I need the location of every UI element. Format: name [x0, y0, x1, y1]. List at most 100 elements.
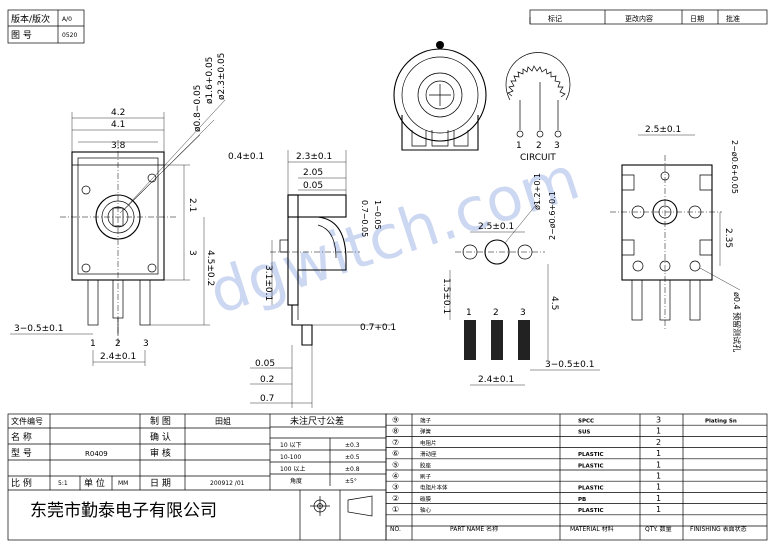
dim-2.4: 2.4±0.1: [100, 352, 136, 362]
tol-value-2: ±0.5: [345, 454, 360, 461]
parts-header-material: MATERIAL 材料: [570, 525, 614, 533]
draw-label: 制 图: [150, 415, 171, 427]
dim-0.4: 0.4±0.1: [228, 152, 264, 162]
parts-row-no: ⑧: [392, 427, 399, 436]
parts-row-qty: 1: [656, 472, 661, 481]
circuit-symbol: 1 2 3 CIRCUIT: [505, 52, 571, 163]
file-no-label: 文件编号: [11, 416, 43, 426]
drawing-no-value: 0520: [62, 32, 77, 39]
date-header: 日期: [690, 15, 704, 23]
dim-pad-2.5: 2.5±0.1: [478, 222, 514, 232]
top-left-title-block: 版本/版次 A/0 图 号 0520: [7, 9, 85, 44]
dim-d1.6: ø1.6+0.05: [205, 57, 215, 104]
dim-d0.8: ø0.8−0.05: [193, 85, 203, 132]
date-value: 200912 /01: [210, 480, 245, 487]
parts-row-finish: Plating Sn: [705, 419, 737, 425]
parts-row-material: PLASTIC: [578, 452, 604, 458]
pin-2: 2: [115, 339, 121, 349]
parts-row-material: PLASTIC: [578, 463, 604, 469]
parts-row-qty: 1: [656, 494, 661, 503]
dim-0.05: 0.05: [303, 181, 323, 191]
parts-row-material: PB: [578, 497, 586, 503]
dim-pad-d1.2: ø1.2+0.1: [533, 173, 542, 210]
date-label: 日 期: [150, 478, 171, 489]
dim-0.7-b: 0.7: [260, 394, 274, 404]
dim-2.3: 2.3±0.1: [296, 152, 332, 162]
dim-1: 1−0.05: [373, 200, 382, 230]
parts-row-name: 电阻片: [420, 439, 437, 447]
parts-row-name: 弹簧: [420, 428, 432, 436]
version-value: A/0: [62, 16, 72, 23]
approve-header: 批准: [726, 14, 740, 23]
revision-table: 标记 更改内容 日期 批准: [529, 9, 768, 25]
dim-d2.3: ø2.3±0.05: [217, 53, 227, 100]
pad-pin-2: 2: [493, 308, 499, 318]
dim-3: 3: [187, 250, 197, 256]
parts-row-no: ⑨: [392, 416, 399, 425]
dim-pad-1.5: 1.5±0.1: [441, 278, 451, 314]
watermark-text: dgwitch.com: [201, 143, 588, 328]
tol-range-2: 10-100: [280, 454, 301, 461]
tol-range-3: 100 以上: [280, 465, 305, 473]
tol-title: 未注尺寸公差: [290, 415, 344, 427]
pad-pin-3: 3: [520, 308, 526, 318]
parts-row-material: SUS: [578, 430, 590, 436]
parts-row-name: 端子: [420, 417, 432, 425]
scale-value: 5:1: [58, 480, 68, 487]
dim-2.1: 2.1: [187, 198, 197, 212]
confirm-label: 确 认: [150, 431, 171, 443]
dim-pad-2.4: 2.4±0.1: [478, 375, 514, 385]
parts-row-qty: 2: [656, 438, 661, 447]
review-label: 审 核: [150, 447, 171, 459]
dim-0.05-b: 0.05: [255, 359, 275, 369]
dim-right-d0.6: 2−ø0.6+0.05: [730, 140, 739, 194]
parts-row-qty: 1: [656, 505, 661, 514]
scale-label: 比 例: [11, 477, 32, 489]
parts-header-finish: FINISHING 表面状态: [690, 525, 747, 533]
parts-row-name: 轴心: [420, 506, 432, 514]
dim-4.2: 4.2: [111, 108, 125, 118]
dim-pad-3-0.5: 3−0.5±0.1: [545, 360, 594, 370]
parts-row-no: ②: [392, 494, 399, 503]
right-view: 2.5±0.1 2−ø0.6+0.05 2.35 ø0.4 预留测试孔: [610, 125, 742, 352]
model-value: R0409: [85, 450, 108, 458]
tol-value-1: ±0.3: [345, 442, 360, 449]
model-label: 型 号: [11, 448, 32, 459]
pad-layout: 2.5±0.1 ø1.2+0.1 2−ø0.6+0.1 1.5±0.1 4.5 …: [441, 173, 600, 386]
parts-row-no: ⑥: [392, 449, 399, 458]
dim-right-d0.4: ø0.4 预留测试孔: [732, 292, 742, 352]
dim-2.05: 2.05: [303, 168, 323, 178]
dim-4.1: 4.1: [111, 120, 125, 130]
dim-right-2.5: 2.5±0.1: [645, 125, 681, 135]
dim-right-2.35: 2.35: [723, 228, 733, 248]
tol-range-4: 角度: [290, 477, 302, 485]
parts-row-material: PLASTIC: [578, 486, 604, 492]
dim-3.1: 3.1±0.1: [263, 265, 273, 301]
parts-row-qty: 1: [656, 449, 661, 458]
pin-3: 3: [143, 339, 149, 349]
dim-0.2: 0.2: [260, 375, 274, 385]
draw-value: 田姐: [215, 416, 231, 426]
parts-row-qty: 1: [656, 427, 661, 436]
dim-3-0.5: 3−0.5±0.1: [14, 324, 63, 334]
parts-row-no: ⑦: [392, 438, 399, 447]
tol-value-4: ±5°: [345, 478, 357, 485]
parts-row-no: ④: [392, 472, 399, 481]
dim-4.5: 4.5±0.2: [205, 250, 215, 286]
unit-value: MM: [118, 480, 128, 487]
drawing-no-label: 图 号: [11, 30, 32, 41]
name-label: 名 称: [11, 431, 32, 443]
change-header: 更改内容: [625, 14, 653, 23]
parts-row-name: 刷子: [420, 473, 432, 481]
parts-row-no: ①: [392, 505, 399, 514]
front-view: 4.2 4.1 3.8 2.1 3 4.5±0.2 ø2.3±0.05 ø1.6…: [10, 53, 227, 366]
dim-0.7: 0.7−0.05: [360, 200, 369, 237]
circuit-pin-3: 3: [554, 141, 560, 151]
parts-row-name: 胶座: [420, 461, 432, 469]
parts-row-qty: 1: [656, 460, 661, 469]
parts-row-material: PLASTIC: [578, 508, 604, 514]
pad-pin-1: 1: [466, 308, 472, 318]
side-view: 0.4±0.1 2.3±0.1 2.05 0.05 1−0.05 0.7−0.0…: [228, 150, 396, 408]
